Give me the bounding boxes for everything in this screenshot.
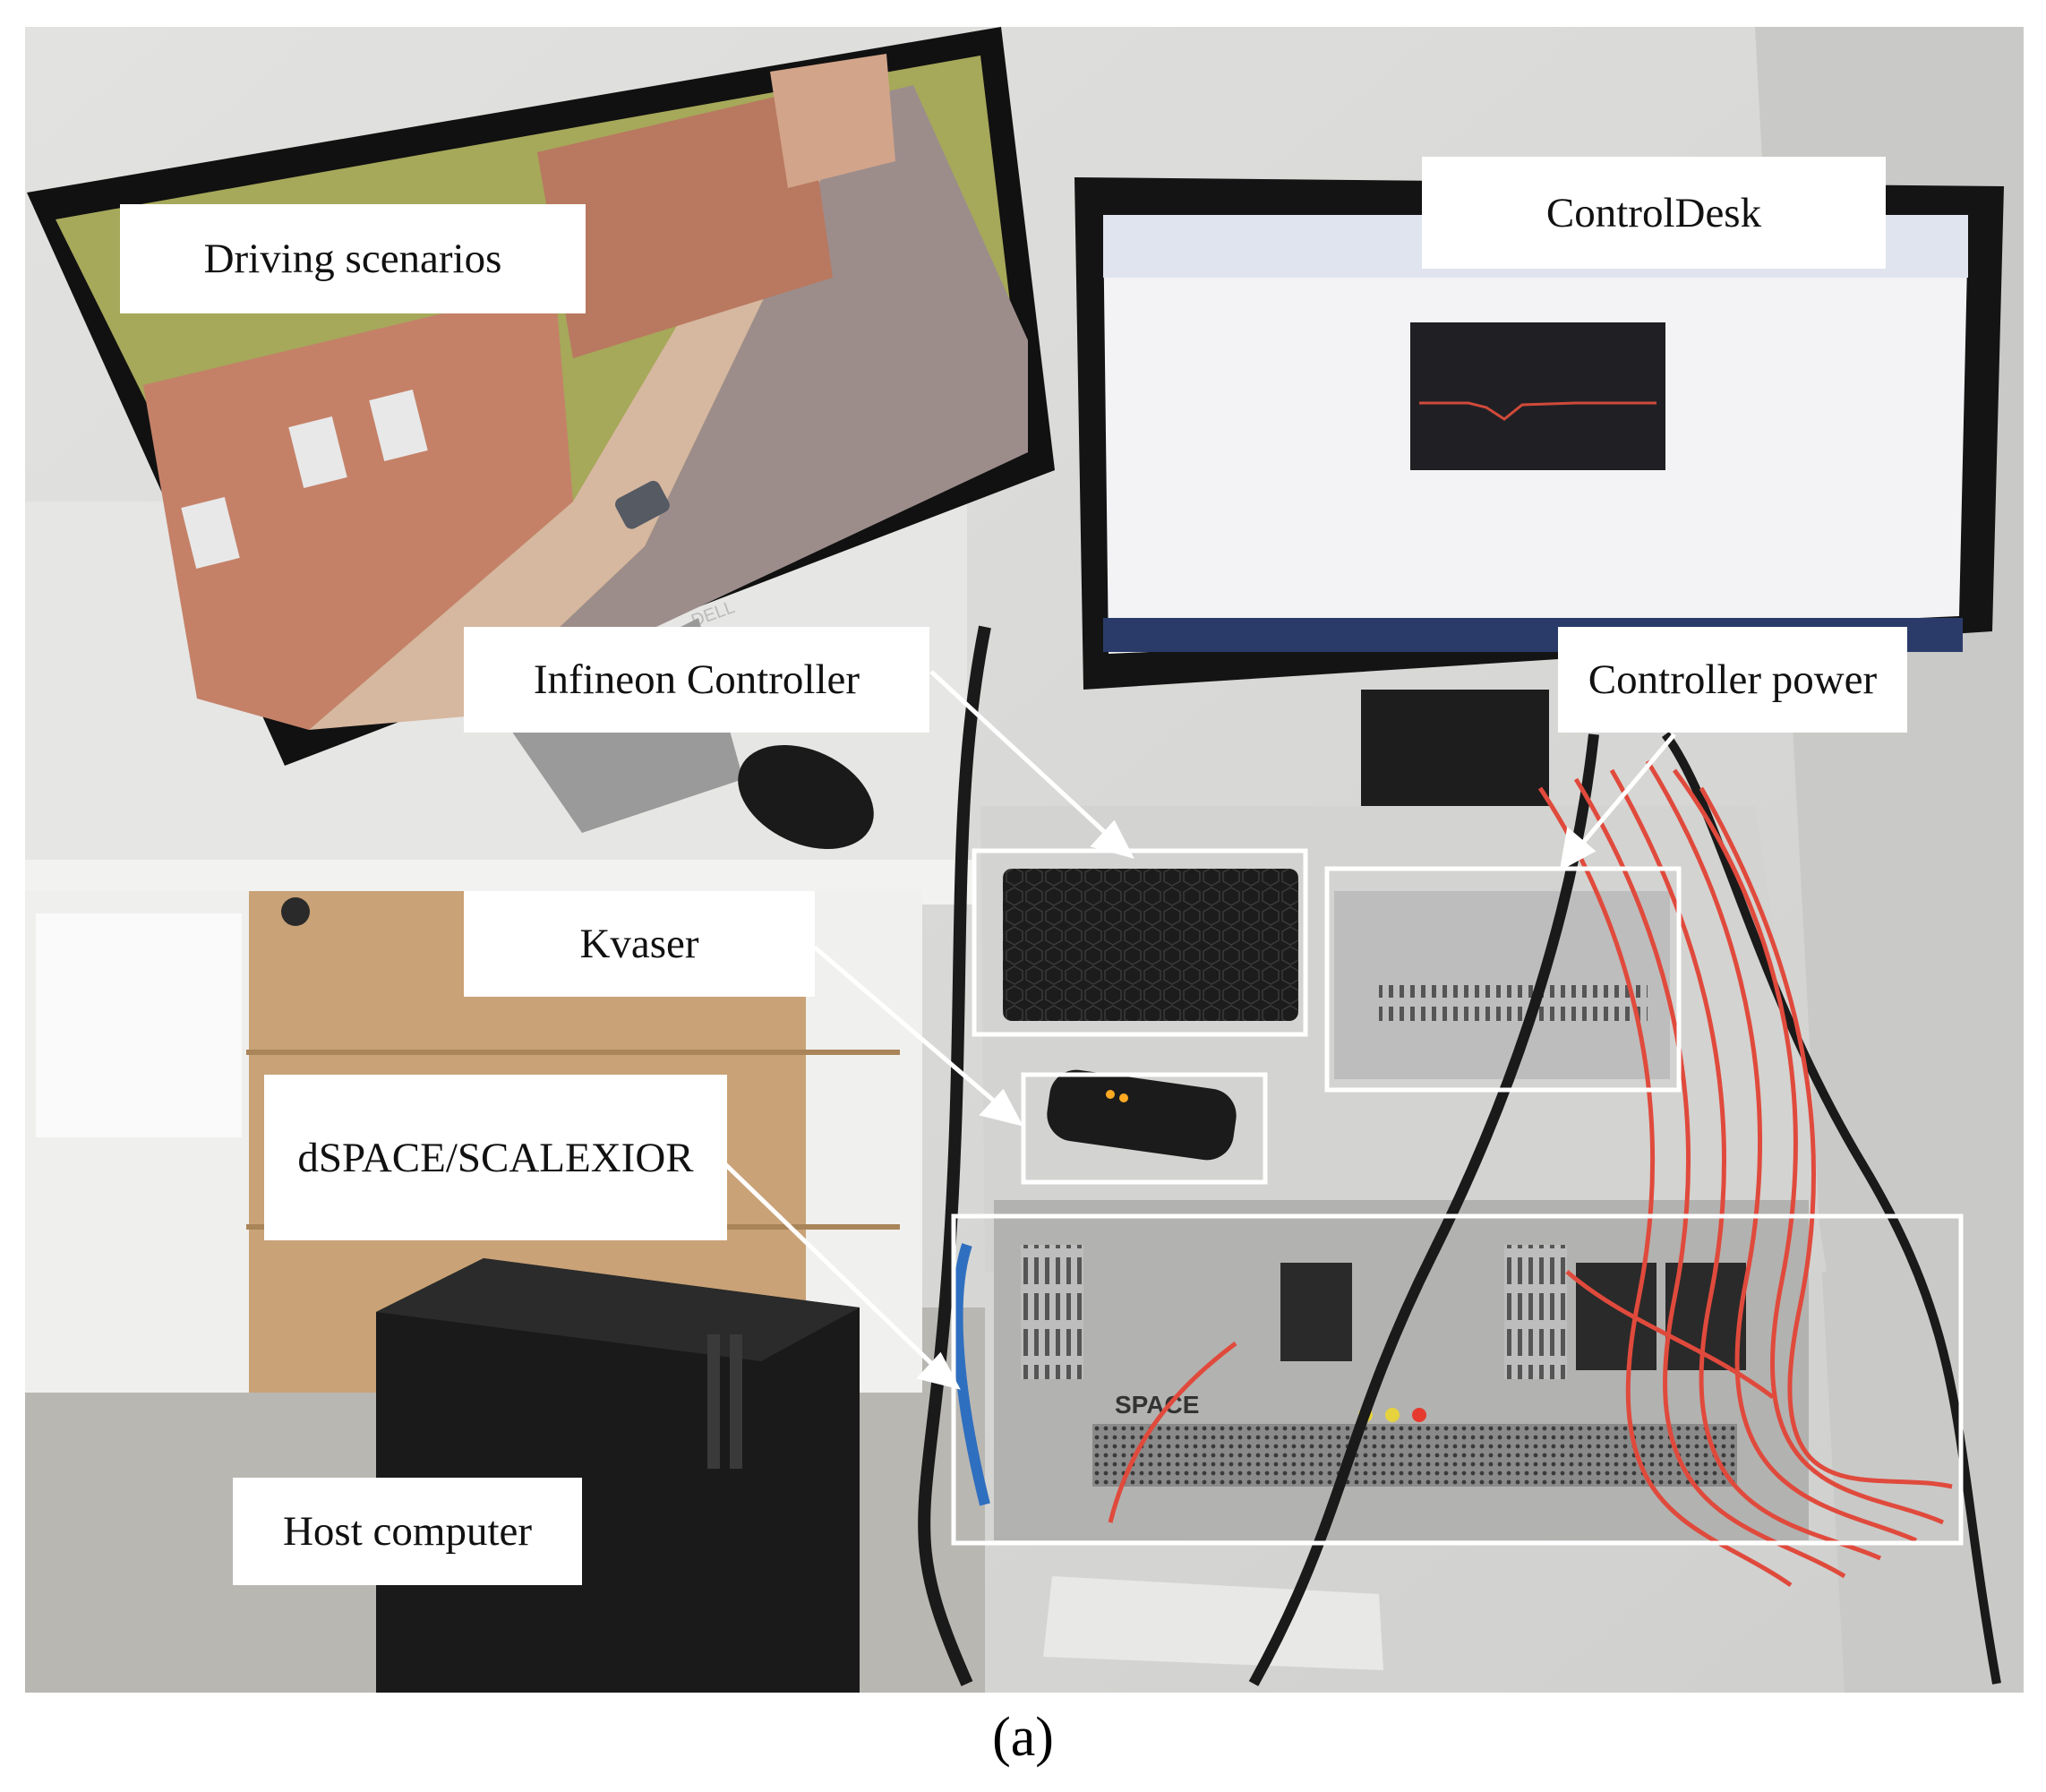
screen-chart — [1410, 322, 1665, 470]
infineon-device — [1003, 869, 1298, 1021]
rack-led-red — [1412, 1408, 1426, 1422]
monitor-right-stand — [1361, 690, 1549, 815]
kvaser-arrow — [813, 946, 1003, 1109]
dspace-scalexior-label: dSPACE/SCALEXIOR — [264, 1075, 727, 1240]
kvaser-device — [1047, 1069, 1237, 1161]
power-arrow — [1576, 733, 1676, 851]
power-highlight-box — [1324, 866, 1682, 1093]
host-computer-label: Host computer — [233, 1478, 582, 1585]
building-back — [770, 54, 895, 188]
controldesk-label: ControlDesk — [1422, 157, 1886, 269]
mouse — [738, 744, 874, 850]
kvaser-highlight-box — [1021, 1072, 1268, 1185]
infineon-controller-label: Infineon Controller — [464, 627, 929, 733]
car — [615, 480, 670, 529]
controller-power-label: Controller power — [1558, 627, 1907, 733]
road — [466, 85, 1028, 716]
rack-brand: SPACE — [1115, 1391, 1199, 1419]
rack-grill — [1092, 1424, 1737, 1487]
infineon-highlight-box — [972, 848, 1308, 1037]
building-front — [143, 287, 573, 730]
kvaser-label: Kvaser — [464, 891, 815, 997]
rack-led-yellow — [1385, 1408, 1400, 1422]
papers — [36, 913, 242, 1137]
red-wires — [1108, 759, 1953, 1588]
driving-scenarios-label: Driving scenarios — [120, 204, 586, 313]
figure-caption: (a) — [992, 1707, 1054, 1768]
building-middle — [537, 90, 833, 358]
dspace-arrow — [723, 1162, 940, 1372]
cabinet-lock — [281, 897, 310, 926]
infineon-arrow — [929, 670, 1112, 839]
